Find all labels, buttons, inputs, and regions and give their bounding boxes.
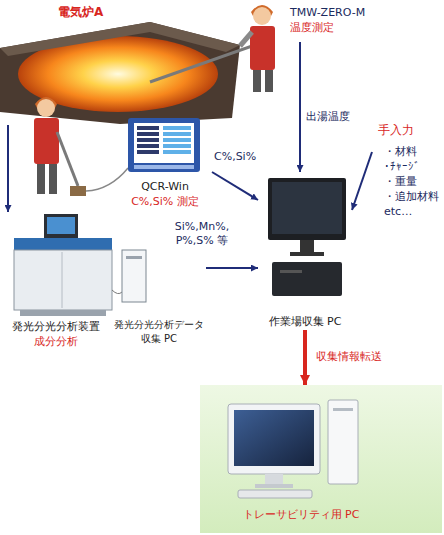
node-text: 温度測定 [290, 21, 334, 36]
node-text: ・追加材料 [378, 190, 439, 205]
molten-metal [18, 36, 218, 112]
worker-apron [34, 118, 59, 164]
node-title: 発光分光分析データ 収集 PC [112, 318, 206, 345]
connector-arrow [299, 42, 301, 172]
manual-input-box: 手入力・材料・ﾁｬｰｼﾞ・重量・追加材料etc… [372, 122, 440, 234]
spectrometer-display [47, 217, 75, 234]
worker-hair [35, 97, 57, 108]
edge-label: 出湯温度 [306, 110, 366, 124]
node-title: 発光分光分析装置 [12, 320, 100, 335]
worker-head [253, 7, 271, 25]
screen-row [137, 150, 159, 154]
connector-arrow [206, 267, 258, 269]
worker-apron [250, 26, 275, 70]
connector-arrow [303, 330, 307, 385]
screen-row [163, 150, 191, 154]
desktop-unit [272, 262, 342, 296]
furnace-body [0, 22, 240, 124]
sample-cup [70, 186, 86, 196]
screen-row [137, 132, 159, 136]
furnace-label-box: 電気炉A [0, 0, 240, 125]
node-title: TMW-ZERO-M [290, 6, 365, 21]
analyzer-case [128, 118, 200, 172]
node-text: 成分分析 [34, 335, 78, 350]
node-title: 電気炉A [58, 4, 103, 20]
monitor-stand [300, 240, 314, 252]
node-text: etc… [378, 205, 412, 220]
node-text: ・ﾁｬｰｼﾞ [378, 160, 420, 175]
connector-arrow [352, 152, 372, 210]
screen-row [137, 138, 159, 142]
node-title: トレーサビリティ用 PC [243, 508, 360, 523]
edge-label: C%,Si% [214, 150, 264, 164]
connector-arrow [212, 172, 258, 200]
analyzer-screen [134, 123, 194, 163]
monitor-screen [272, 182, 342, 234]
edge-label: 収集情報転送 [316, 350, 416, 364]
pc-tower [122, 250, 146, 302]
spectrometer-base [20, 310, 106, 316]
node-title: 作業場収集 PC [269, 315, 342, 330]
monitor-frame [268, 178, 346, 240]
probe-lance [150, 44, 258, 82]
screen-row [137, 126, 159, 130]
collection-pc-box: 作業場収集 PC [258, 172, 352, 330]
monitor-base [290, 252, 324, 256]
node-text: ・重量 [378, 175, 417, 190]
connector-arrow [7, 125, 9, 212]
screen-row [163, 138, 191, 142]
worker-leg [265, 70, 273, 92]
screen-row [163, 132, 191, 136]
worker-leg [253, 70, 261, 92]
probe-box: TMW-ZERO-M温度測定 [286, 2, 386, 42]
panel-seam [62, 252, 63, 308]
worker-hair [251, 5, 273, 16]
furnace-rim [0, 22, 240, 56]
spectrometer-top [14, 238, 112, 252]
screen-row [163, 144, 191, 148]
worker-leg [49, 164, 57, 194]
drive-bay [280, 270, 302, 273]
edge-label: Si%,Mn%, P%,S% 等 [162, 220, 242, 249]
traceability-panel: トレーサビリティ用 PC [200, 385, 442, 533]
worker-arm [240, 32, 252, 46]
node-text: ・材料 [378, 145, 417, 160]
screen-row [163, 126, 191, 130]
node-title: 手入力 [378, 122, 414, 138]
worker-leg [37, 164, 45, 194]
worker-head [37, 99, 55, 117]
analyzer-strip [134, 165, 194, 169]
sensor-cable [86, 168, 128, 191]
spectrometer-box: 発光分光分析装置成分分析 [0, 212, 112, 350]
node-title: QCR-Win [141, 180, 189, 195]
data-cable [112, 290, 122, 294]
spectrometer-monitor [44, 214, 78, 238]
screen-row [137, 144, 159, 148]
data-pc-box: 発光分光分析データ 収集 PC [112, 240, 206, 345]
drive-bay [126, 256, 142, 259]
spectrometer-body [14, 250, 112, 310]
sampler-rod [57, 132, 78, 186]
node-text: C%,Si% 測定 [131, 195, 199, 210]
analyzer-box: QCR-WinC%,Si% 測定 [118, 114, 212, 210]
